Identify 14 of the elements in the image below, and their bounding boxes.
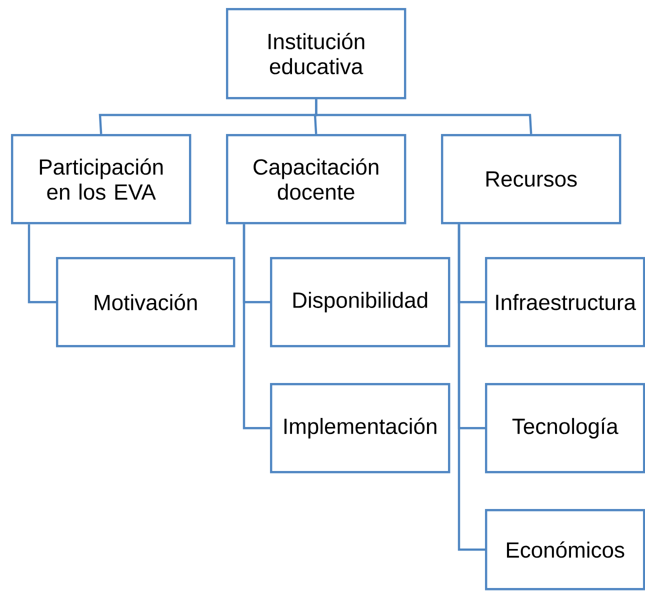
text-box: Recursos [441, 134, 622, 224]
connector-line [28, 224, 56, 304]
text-box: Institución educativa [226, 8, 406, 100]
connector-line [242, 224, 270, 430]
text-box: Infraestructura [485, 257, 645, 348]
text-box: Tecnología [485, 383, 645, 474]
connector-line [458, 224, 485, 551]
text-box: Económicos [485, 509, 645, 590]
text-box: Motivación [56, 257, 236, 348]
connector-line [315, 99, 532, 134]
text-box: Implementación [270, 383, 450, 474]
text-box: Capacitación docente [226, 134, 406, 224]
text-box: Disponibilidad [270, 257, 450, 348]
text-box: Participación en los EVA [11, 134, 192, 224]
